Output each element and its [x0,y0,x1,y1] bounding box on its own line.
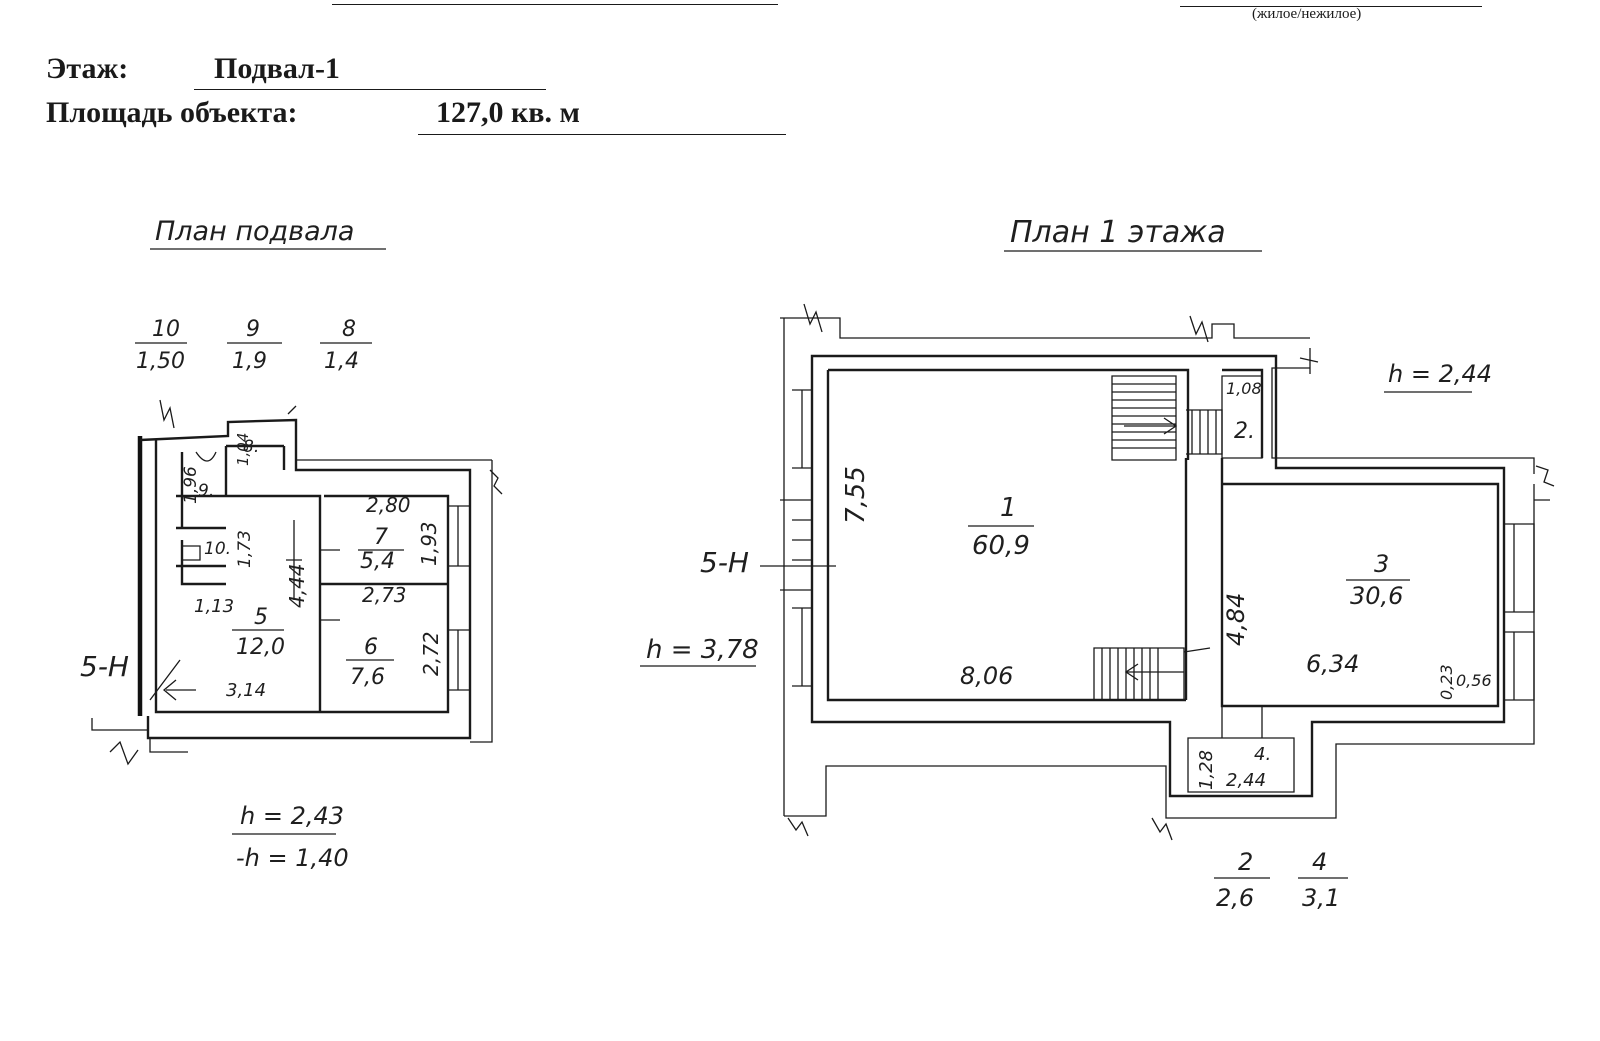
dim-3-14: 3,14 [226,680,266,701]
dim-0-56: 0,56 [1456,671,1492,690]
fraction-numerator: 4 [1312,848,1327,876]
room-5-area: 12,0 [236,635,285,660]
room-7-number: 7 [374,525,388,550]
floor1-room4-box [1187,706,1295,793]
basement-fraction-10: 10 1,50 [135,317,187,374]
floor1-height-left: h = 3,78 [646,635,759,665]
basement-windows [448,505,471,691]
dim-1-96: 1,96 [181,466,201,504]
room-5-number: 5 [254,605,268,630]
dim-1-13: 1,13 [194,596,234,617]
floor1-windows-right [1504,523,1535,701]
basement-depth: -h = 1,40 [236,844,349,872]
basement-title: План подвала [155,216,354,247]
basement-break-marks [109,399,503,766]
floor1-stair-bottom [1093,647,1211,701]
basement-axis-label: 5-Н [80,650,129,683]
room-1-number: 1 [1000,493,1017,523]
dim-1-04: 1,04 [234,433,252,466]
fraction-denominator: 3,1 [1302,884,1340,912]
floor1-break-marks [787,303,1555,841]
dim-1-93: 1,93 [417,521,441,566]
room-6-number: 6 [364,635,378,660]
basement-height: h = 2,43 [240,802,344,830]
dim-0-23: 0,23 [1437,664,1456,700]
basement-fraction-8: 8 1,4 [320,317,372,374]
type-hint: (жилое/нежилое) [1252,6,1362,22]
room-10-number: 10. [204,539,231,559]
floor1-stair-top [1111,375,1223,461]
basement-fraction-9: 9 1,9 [227,317,282,374]
room-7-area: 5,4 [360,549,395,574]
floor1-fraction-4: 4 3,1 [1298,848,1348,912]
floor1-outer-contour [780,317,1535,819]
floor1-fraction-2: 2 2,6 [1214,848,1270,912]
room-2-number: 2. [1234,419,1255,444]
fraction-denominator: 1,9 [232,349,267,374]
basement-fixtures [181,451,217,561]
room-4-number: 4. [1254,744,1271,765]
dim-4-84: 4,84 [1222,593,1250,646]
room-9-number: 9. [198,481,214,501]
room-3-number: 3 [1374,550,1389,578]
basement-dim-ticks [286,520,340,621]
dim-1-08: 1,08 [1226,379,1262,398]
basement-outer-wall [139,418,472,740]
room-1-area: 60,9 [972,531,1030,561]
floor1-windows-left [780,389,813,687]
area-label: Площадь объекта: [46,96,298,129]
fraction-numerator: 2 [1238,848,1253,876]
dim-2-80: 2,80 [366,493,411,517]
dim-1-28: 1,28 [1196,750,1217,790]
floor1-title: План 1 этажа [1010,215,1226,250]
fraction-numerator: 8 [342,317,356,342]
floor-label: Этаж: [46,52,129,85]
fraction-numerator: 9 [246,317,260,342]
basement-plan: План подвала 10 1,50 9 1,9 8 1,4 [80,216,503,872]
area-underline [418,134,786,135]
floor1-outer-wall [810,354,1506,798]
dim-2-44: 2,44 [1226,770,1266,791]
floor1-axis-label: 5-Н [700,546,749,579]
room-3-area: 30,6 [1350,582,1403,610]
top-left-underline [332,4,778,5]
dim-7-55: 7,55 [841,466,871,524]
basement-partitions [176,444,448,712]
floor-underline [194,89,546,90]
floor-value: Подвал-1 [214,52,340,85]
dim-6-34: 6,34 [1306,650,1359,678]
basement-inner-wall [154,440,450,714]
fraction-numerator: 10 [152,317,180,342]
dim-4-44: 4,44 [285,563,309,608]
fraction-denominator: 2,6 [1216,884,1254,912]
room-6-area: 7,6 [350,665,385,690]
type-underline [1180,6,1482,7]
floor1-plan: План 1 этажа 1 60,9 2. [640,215,1555,912]
area-value: 127,0 кв. м [436,96,580,129]
floor1-inner-wall [826,368,1500,708]
dim-2-73: 2,73 [362,583,407,607]
dim-2-72: 2,72 [419,631,443,676]
fraction-denominator: 1,50 [136,349,185,374]
floor1-height-right: h = 2,44 [1388,360,1492,388]
fraction-denominator: 1,4 [324,349,359,374]
dim-8-06: 8,06 [960,662,1013,690]
basement-outer-contour [91,459,493,753]
basement-entry-arrow [149,659,196,701]
dim-1-73: 1,73 [235,530,255,568]
room-8-number: 8. [243,437,259,457]
